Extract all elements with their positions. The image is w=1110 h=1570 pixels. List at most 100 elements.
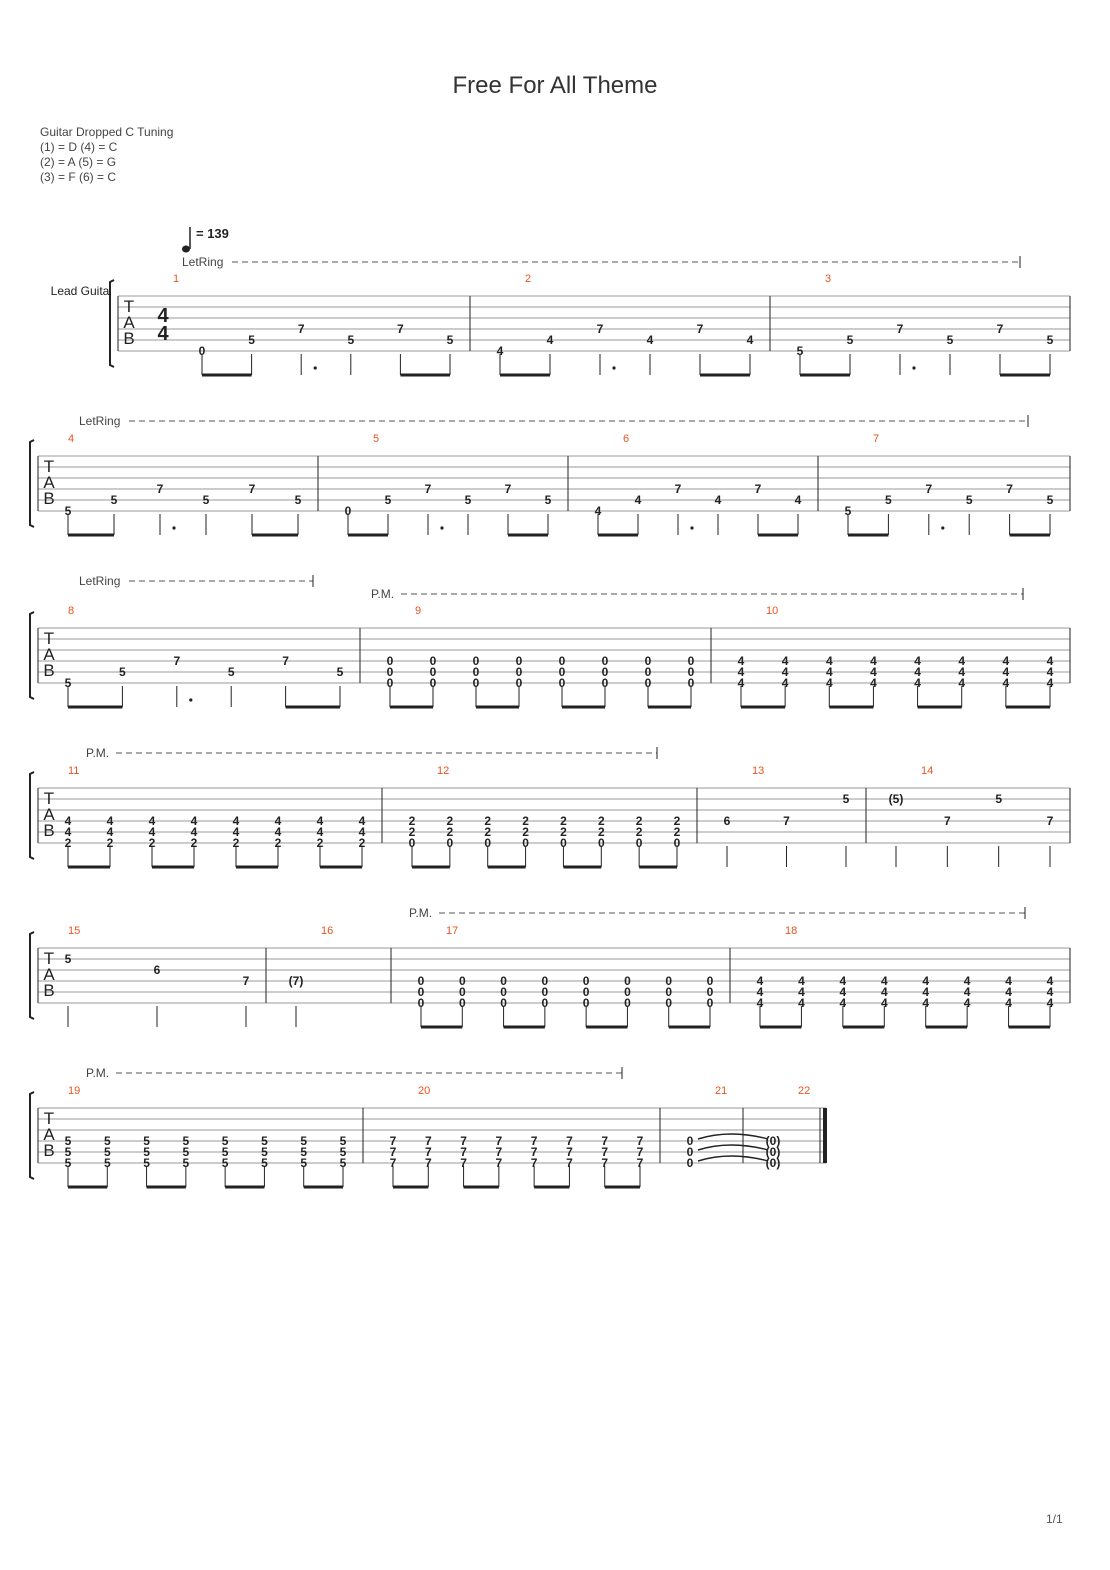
let-ring-label: LetRing xyxy=(79,414,120,428)
fret-number: 4 xyxy=(497,344,504,358)
fret-number: 4 xyxy=(840,985,847,999)
fret-number: 4 xyxy=(547,333,554,347)
fret-number: (7) xyxy=(289,974,304,988)
fret-number: 4 xyxy=(798,985,805,999)
fret-number: 4 xyxy=(65,814,72,828)
tab-clef-letter: B xyxy=(43,1141,54,1160)
fret-number: 0 xyxy=(636,836,643,850)
tab-clef-letter: A xyxy=(43,805,55,824)
fret-number: 0 xyxy=(500,974,507,988)
fret-number: 0 xyxy=(687,1134,694,1148)
fret-number: 4 xyxy=(359,814,366,828)
fret-number: 7 xyxy=(390,1156,397,1170)
fret-number: 4 xyxy=(738,665,745,679)
fret-number: 0 xyxy=(665,985,672,999)
tab-clef-letter: B xyxy=(123,329,134,348)
fret-number: 5 xyxy=(843,792,850,806)
measure-number: 16 xyxy=(321,925,333,937)
fret-number: 5 xyxy=(797,344,804,358)
fret-number: 4 xyxy=(595,504,602,518)
dotted-rhythm-dot xyxy=(941,526,945,530)
fret-number: 4 xyxy=(275,825,282,839)
fret-number: 4 xyxy=(914,654,921,668)
tab-clef-letter: T xyxy=(44,457,54,476)
fret-number: 7 xyxy=(496,1156,503,1170)
tab-clef-letter: B xyxy=(43,489,54,508)
fret-number: 5 xyxy=(248,333,255,347)
fret-number: 7 xyxy=(566,1134,573,1148)
tab-clef-letter: B xyxy=(43,981,54,1000)
system-bracket xyxy=(29,439,35,528)
fret-number: 0 xyxy=(387,654,394,668)
system-bracket xyxy=(29,771,35,860)
fret-number: 2 xyxy=(522,814,529,828)
fret-number: 7 xyxy=(425,482,432,496)
fret-number: 4 xyxy=(782,676,789,690)
tie-arc xyxy=(697,1133,769,1140)
measure-number: 17 xyxy=(446,925,458,937)
palm-mute-label: P.M. xyxy=(86,746,109,760)
fret-number: 0 xyxy=(624,985,631,999)
fret-number: 5 xyxy=(65,1134,72,1148)
fret-number: 5 xyxy=(947,333,954,347)
fret-number: 4 xyxy=(747,333,754,347)
fret-number: 4 xyxy=(1047,996,1054,1010)
fret-number: 7 xyxy=(505,482,512,496)
fret-number: 4 xyxy=(964,985,971,999)
tab-clef-letter: A xyxy=(43,645,55,664)
fret-number: 7 xyxy=(249,482,256,496)
fret-number: 0 xyxy=(484,836,491,850)
fret-number: 4 xyxy=(1047,985,1054,999)
fret-number: 7 xyxy=(783,814,790,828)
fret-number: 4 xyxy=(922,974,929,988)
fret-number: 2 xyxy=(674,825,681,839)
fret-number: 0 xyxy=(542,974,549,988)
fret-number: 7 xyxy=(425,1156,432,1170)
fret-number: 7 xyxy=(460,1134,467,1148)
let-ring-label: LetRing xyxy=(182,255,223,269)
fret-number: 0 xyxy=(430,676,437,690)
fret-number: 7 xyxy=(531,1134,538,1148)
fret-number: 5 xyxy=(222,1145,229,1159)
tab-clef-letter: A xyxy=(43,1125,55,1144)
tab-clef-letter: T xyxy=(124,297,134,316)
fret-number: 0 xyxy=(516,654,523,668)
measure-number: 4 xyxy=(68,433,74,445)
fret-number: 7 xyxy=(496,1145,503,1159)
measure-number: 20 xyxy=(418,1085,430,1097)
fret-number: 4 xyxy=(1047,654,1054,668)
fret-number: 0 xyxy=(516,676,523,690)
fret-number: 0 xyxy=(560,836,567,850)
fret-number: 2 xyxy=(636,825,643,839)
fret-number: 5 xyxy=(261,1156,268,1170)
fret-number: 0 xyxy=(665,996,672,1010)
fret-number: 5 xyxy=(885,493,892,507)
measure-number: 21 xyxy=(715,1085,727,1097)
fret-number: 7 xyxy=(460,1156,467,1170)
measure-number: 3 xyxy=(825,273,831,285)
fret-number: 7 xyxy=(566,1156,573,1170)
measure-number: 1 xyxy=(173,273,179,285)
measure-number: 9 xyxy=(415,605,421,617)
fret-number: 4 xyxy=(840,974,847,988)
tuning-line-3: (3) = F (6) = C xyxy=(40,170,117,184)
fret-number: 4 xyxy=(870,676,877,690)
fret-number: 7 xyxy=(944,814,951,828)
fret-number: 2 xyxy=(447,825,454,839)
fret-number: 0 xyxy=(559,665,566,679)
fret-number: 2 xyxy=(598,814,605,828)
measure-number: 12 xyxy=(437,765,449,777)
dotted-rhythm-dot xyxy=(912,366,916,370)
tuning-line-2: (2) = A (5) = G xyxy=(40,155,117,169)
fret-number: 0 xyxy=(430,654,437,668)
tab-clef-letter: T xyxy=(44,789,54,808)
fret-number: 0 xyxy=(500,985,507,999)
fret-number: 0 xyxy=(559,654,566,668)
fret-number: 4 xyxy=(1047,665,1054,679)
dotted-rhythm-dot xyxy=(440,526,444,530)
fret-number: 4 xyxy=(738,654,745,668)
fret-number: 0 xyxy=(602,654,609,668)
fret-number: 5 xyxy=(65,504,72,518)
fret-number: 5 xyxy=(1047,333,1054,347)
